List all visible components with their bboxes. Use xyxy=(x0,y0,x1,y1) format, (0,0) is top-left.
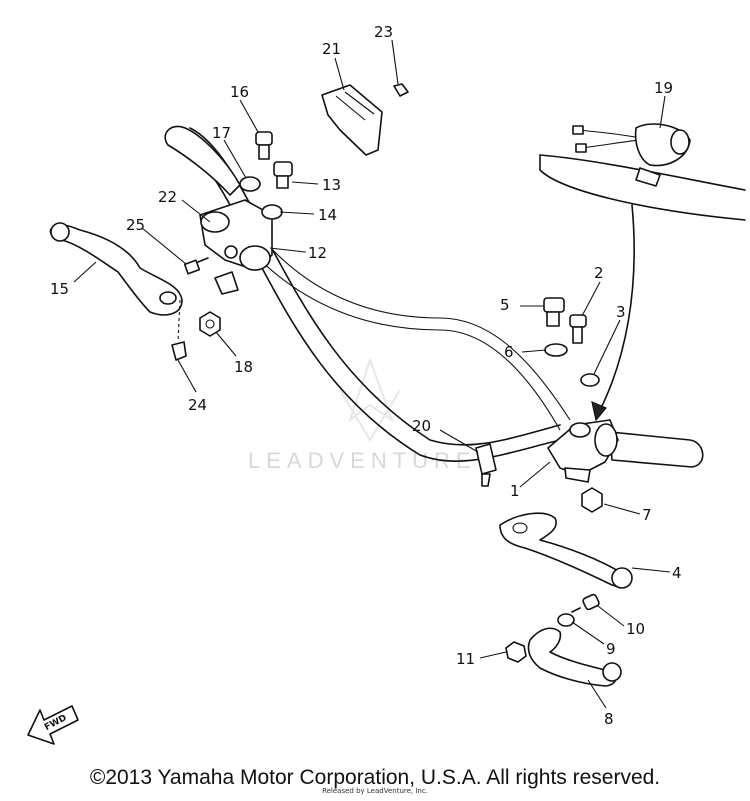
clamp-20 xyxy=(475,443,497,487)
nut-18 xyxy=(199,311,221,337)
callout-25: 25 xyxy=(126,216,145,234)
handlebar xyxy=(164,125,704,468)
cover-21 xyxy=(321,84,383,156)
callout-12: 12 xyxy=(308,244,327,262)
watermark-text: LEADVENTURE xyxy=(248,448,477,473)
watermark-logo xyxy=(339,356,401,442)
callout-14: 14 xyxy=(318,206,337,224)
callout-22: 22 xyxy=(158,188,177,206)
callout-24: 24 xyxy=(188,396,207,414)
callout-11: 11 xyxy=(456,650,475,668)
bolt-25 xyxy=(183,257,209,275)
washer-14 xyxy=(261,204,283,220)
callout-21: 21 xyxy=(322,40,341,58)
left-lever-15 xyxy=(49,222,183,316)
fwd-arrow-icon: FWD xyxy=(27,705,79,745)
right-bracket-1 xyxy=(547,419,619,483)
callout-6: 6 xyxy=(504,343,514,361)
callout-7: 7 xyxy=(642,506,652,524)
callout-18: 18 xyxy=(234,358,253,376)
bolt-2 xyxy=(569,314,587,344)
right-lever-4 xyxy=(499,512,633,589)
callout-2: 2 xyxy=(594,264,604,282)
callout-4: 4 xyxy=(672,564,682,582)
bolt-13 xyxy=(273,161,293,189)
callout-13: 13 xyxy=(322,176,341,194)
callout-10: 10 xyxy=(626,620,645,638)
callout-labels: 23 21 16 17 19 13 14 12 22 25 15 18 24 2… xyxy=(50,23,682,728)
screw-23 xyxy=(393,83,409,97)
callout-15: 15 xyxy=(50,280,69,298)
callout-20: 20 xyxy=(412,417,431,435)
callout-5: 5 xyxy=(500,296,510,314)
washer-3 xyxy=(580,373,600,387)
bolt-10 xyxy=(571,593,600,613)
callout-19: 19 xyxy=(654,79,673,97)
left-perch-assembly xyxy=(199,199,273,295)
switch-19 xyxy=(539,123,746,221)
pin-24 xyxy=(171,341,187,361)
callout-16: 16 xyxy=(230,83,249,101)
callout-23: 23 xyxy=(374,23,393,41)
callout-9: 9 xyxy=(606,640,616,658)
callout-1: 1 xyxy=(510,482,520,500)
exploded-view-svg: LEADVENTURE xyxy=(27,23,746,745)
washer-6 xyxy=(544,343,568,357)
nut-7 xyxy=(581,487,603,513)
callout-17: 17 xyxy=(212,124,231,142)
credit-text: Released by LeadVenture, Inc. xyxy=(322,787,428,795)
nut-11 xyxy=(505,641,527,663)
bolt-16 xyxy=(255,131,273,160)
copyright-text: ©2013 Yamaha Motor Corporation, U.S.A. A… xyxy=(89,766,661,789)
leader-lines xyxy=(73,39,671,709)
lever-8 xyxy=(527,627,622,687)
bolt-5 xyxy=(543,297,565,327)
washer-17 xyxy=(239,176,261,192)
callout-3: 3 xyxy=(616,303,626,321)
arrow-19-to-1 xyxy=(599,204,635,411)
callout-8: 8 xyxy=(604,710,614,728)
collar-9 xyxy=(557,613,575,627)
